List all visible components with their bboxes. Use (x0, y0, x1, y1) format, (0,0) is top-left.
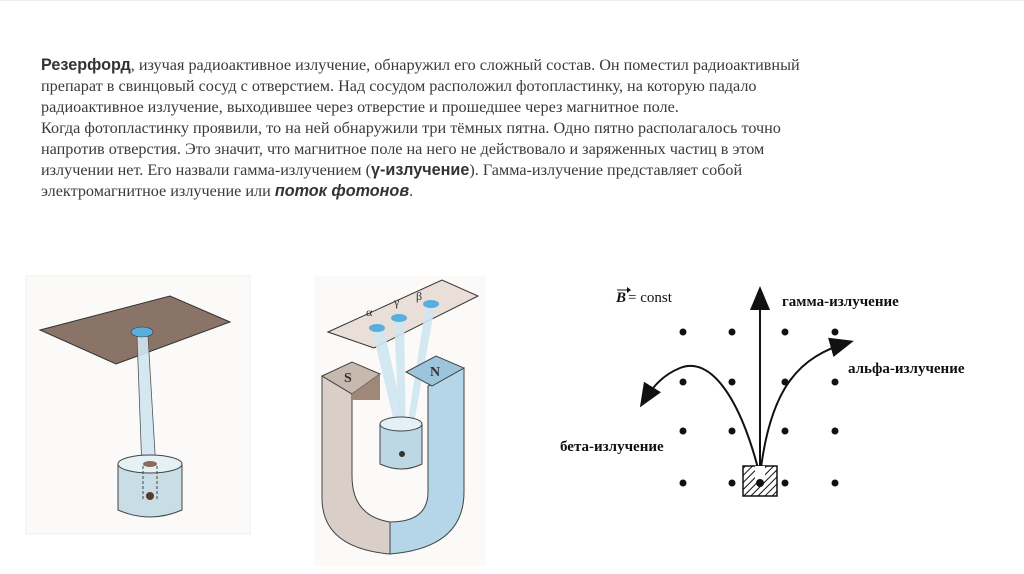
b-field-const: = const (628, 290, 673, 306)
text-line-6: излучении нет. Его назвали гамма-излучен… (41, 161, 743, 179)
south-pole-label: S (344, 371, 352, 386)
rutherford-name: Резерфорд (41, 56, 131, 74)
text-line-4: Когда фотопластинку проявили, то на ней … (41, 119, 781, 137)
gamma-label: γ (393, 295, 400, 309)
text-line-5: напротив отверстия. Это значит, что магн… (41, 140, 765, 158)
text-line-7: электромагнитное излучение или поток фот… (41, 182, 414, 200)
text-line-1: Резерфорд, изучая радиоактивное излучени… (41, 56, 800, 74)
b-field-symbol: B (615, 290, 626, 306)
field-dots (679, 328, 839, 487)
photon-stream-term: поток фотонов (274, 182, 410, 200)
text-line-3: радиоактивное излучение, выходившее чере… (41, 98, 679, 116)
text-line-2: препарат в свинцовый сосуд с отверстием.… (41, 77, 757, 95)
figure-vessel-plate (24, 274, 252, 536)
gamma-term: γ-излучение (370, 161, 470, 179)
body-paragraph: Резерфорд, изучая радиоактивное излучени… (41, 55, 1001, 202)
beta-arrow (639, 365, 761, 477)
alpha-label: α (366, 305, 373, 319)
alpha-arrow (759, 337, 854, 477)
beta-label: β (416, 289, 422, 303)
beta-radiation-label: бета-излучение (560, 439, 664, 455)
figure-deflection-diagram: B = const гамма-излучение альфа-излучени… (560, 276, 1010, 502)
alpha-radiation-label: альфа-излучение (848, 361, 965, 377)
figure-magnet: α γ β S N (314, 276, 486, 566)
top-divider (0, 0, 1024, 1)
gamma-radiation-label: гамма-излучение (782, 294, 899, 310)
north-pole-label: N (430, 365, 440, 380)
